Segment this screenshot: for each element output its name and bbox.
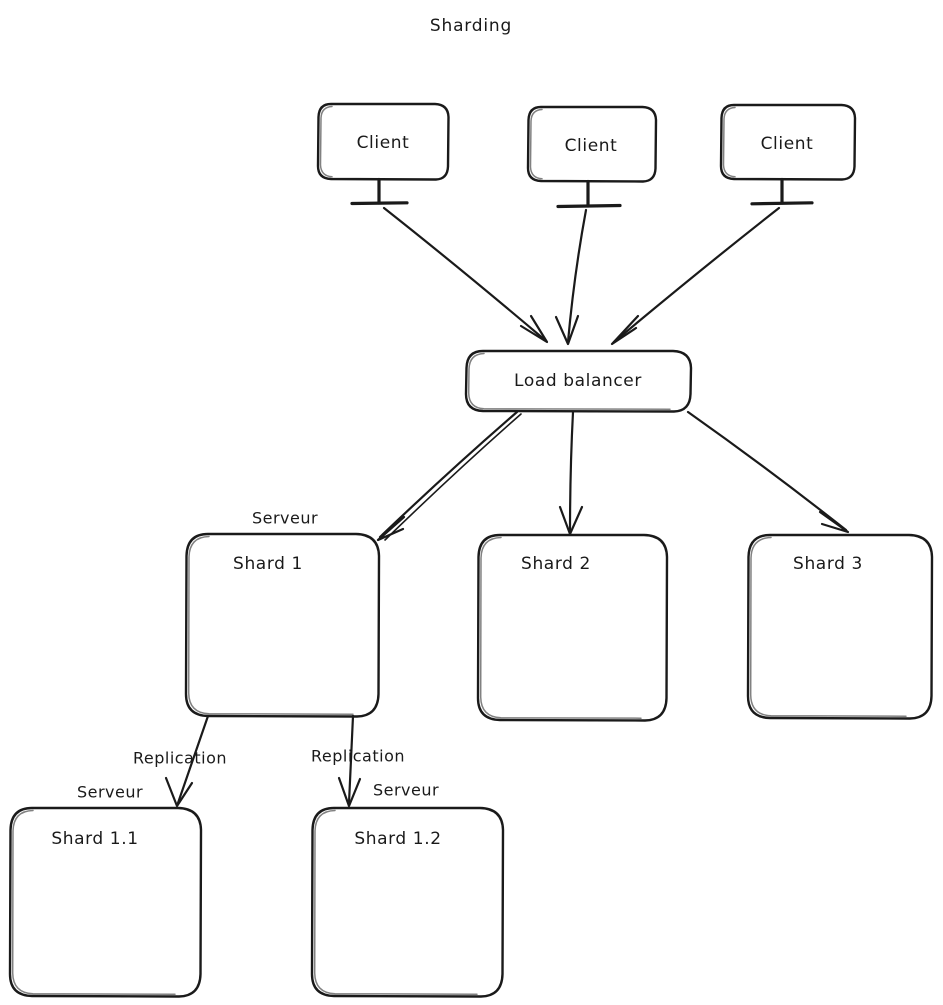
node-shard-1-2[interactable]: Shard 1.2 [310,806,505,998]
client-1-screen [316,102,450,181]
shard-2-box [476,533,669,722]
edge-shard1-shard12-line [347,714,355,805]
edge-client1-line [382,206,547,342]
edge-client3-to-loadbalancer [610,206,781,346]
edge-client2-line [566,208,588,344]
shard-1-label: Shard 1 [233,554,303,574]
shard-3-box [746,533,934,720]
edge-lb-shard1-arrowhead [376,515,406,542]
client-1-stand-base [350,201,409,206]
node-shard-1[interactable]: Shard 1 [184,532,381,718]
shard-1-2-box [310,806,505,998]
node-shard-2[interactable]: Shard 2 [476,533,669,722]
node-shard-3[interactable]: Shard 3 [746,533,934,720]
node-load-balancer[interactable]: Load balancer [464,349,693,413]
client-2-screen-sketch [529,108,543,180]
edge-shard1-shard12-arrowhead [337,776,362,808]
shard-1-1-box-sketch [11,809,176,995]
edge-loadbalancer-to-shard1 [376,410,522,542]
load-balancer-box [464,349,693,413]
node-client-1[interactable]: Client [316,102,450,206]
shard1-serveur-label: Serveur [252,509,318,528]
shard-1-1-box [8,806,203,998]
edge-client2-arrowhead [554,314,580,346]
client-3-screen [719,103,857,181]
shard-1-box [184,532,381,718]
node-client-3[interactable]: Client [719,103,857,206]
edge-loadbalancer-to-shard3 [686,410,850,534]
edge-client3-arrowhead [610,314,640,346]
load-balancer-label: Load balancer [514,371,642,391]
shard-3-label: Shard 3 [793,554,863,574]
edge-shard1-shard11-line [176,714,210,805]
shard11-serveur-label: Serveur [77,783,143,802]
node-client-2[interactable]: Client [526,105,658,209]
shard-1-2-label: Shard 1.2 [354,829,441,849]
client-3-stand-base [750,201,814,206]
diagram-title: Sharding [430,16,512,36]
edge-lb-shard3-line [686,410,848,532]
edge-shard12-replication-label: Replication [311,747,405,766]
shard-3-box-sketch [749,536,907,717]
shard-2-box-sketch [479,536,642,719]
shard-1-2-box-sketch [313,809,478,995]
edge-lb-shard3-arrowhead [818,510,850,534]
load-balancer-box-sketch [467,352,671,410]
shard-2-label: Shard 2 [521,554,591,574]
edge-shard11-replication-label: Replication [133,749,227,768]
edge-client3-line [612,206,781,344]
edge-lb-shard2-line [568,410,575,535]
client-2-screen [526,105,658,183]
shard-1-1-label: Shard 1.1 [51,829,138,849]
client-1-screen-sketch [319,105,333,178]
client-3-label: Client [761,134,814,154]
node-shard-1-1[interactable]: Shard 1.1 [8,806,203,998]
client-2-stand-base [556,203,622,209]
client-2-label: Client [565,136,618,156]
edge-lb-shard1-line [378,410,519,539]
shard12-serveur-label: Serveur [373,781,439,800]
edge-client1-to-loadbalancer [382,206,549,344]
edge-lb-shard1-line-b [384,413,522,541]
edge-client1-arrowhead [519,314,549,344]
edge-client2-to-loadbalancer [554,208,588,346]
edge-loadbalancer-to-shard2 [558,410,584,536]
shard-1-box-sketch [187,535,354,715]
client-3-screen-sketch [722,106,736,178]
client-1-label: Client [357,133,410,153]
edge-shard1-to-shard12: Replication [311,714,405,808]
edge-shard1-shard11-arrowhead [164,776,194,808]
edge-shard1-to-shard11: Replication [133,714,227,808]
